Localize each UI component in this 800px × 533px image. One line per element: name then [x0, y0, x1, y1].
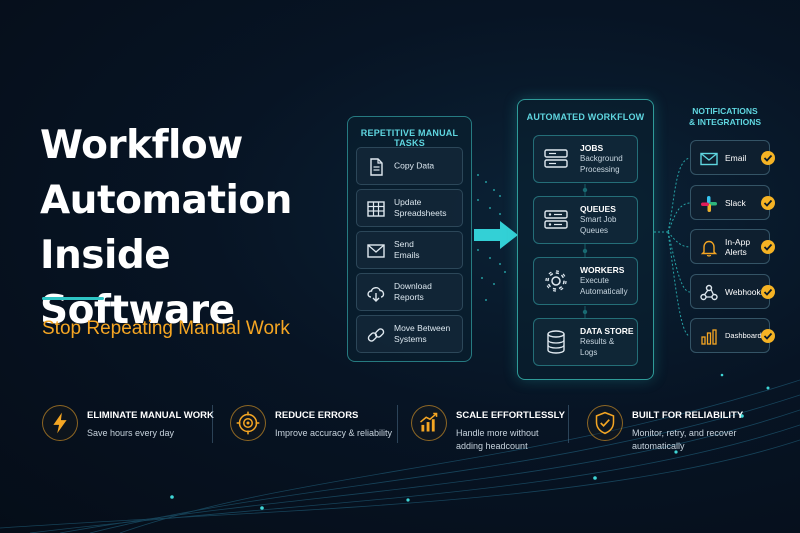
check-badge-icon	[761, 285, 775, 299]
queue-icon	[544, 210, 568, 229]
task-item-send-emails: Send Emails	[356, 231, 463, 269]
slack-icon	[701, 196, 717, 212]
webhook-icon	[700, 284, 718, 301]
feature-reduce-errors: REDUCE ERRORS Improve accuracy & reliabi…	[230, 403, 400, 451]
target-icon	[230, 405, 266, 441]
task-label: Update Spreadsheets	[394, 197, 447, 218]
workflow-item-data-store: DATA STORE Results & Logs	[533, 318, 638, 366]
check-badge-icon	[761, 240, 775, 254]
shield-check-icon	[587, 405, 623, 441]
task-label: Download Reports	[394, 281, 432, 302]
hero-divider	[42, 297, 104, 300]
feature-title: BUILT FOR RELIABILITY	[632, 410, 744, 421]
growth-chart-icon	[411, 405, 447, 441]
integration-label: Slack	[725, 197, 746, 208]
workflow-item-subtitle: Background Processing	[580, 154, 623, 174]
manual-tasks-panel: REPETITIVE MANUAL TASKS Copy Data Update…	[347, 116, 472, 362]
integration-label: Dashboards	[725, 330, 766, 340]
notifications-heading: NOTIFICATIONS & INTEGRATIONS	[680, 106, 770, 128]
bell-icon	[700, 240, 718, 257]
bar-chart-icon	[701, 329, 717, 345]
notifications-heading-line-1: NOTIFICATIONS	[692, 106, 758, 116]
spreadsheet-icon	[367, 201, 385, 217]
gear-icon	[545, 270, 567, 292]
cloud-download-icon	[367, 287, 385, 302]
feature-divider	[397, 405, 398, 443]
task-item-download-reports: Download Reports	[356, 273, 463, 311]
feature-description: Monitor, retry, and recover automaticall…	[632, 428, 737, 451]
task-item-update-spreadsheets: Update Spreadsheets	[356, 189, 463, 227]
feature-description: Improve accuracy & reliability	[275, 428, 393, 438]
feature-title: ELIMINATE MANUAL WORK	[87, 410, 214, 421]
hero-title: Workflow Automation Inside Software	[40, 118, 360, 338]
feature-scale-effortlessly: SCALE EFFORTLESSLY Handle more without a…	[411, 403, 571, 451]
task-label: Send Emails	[394, 239, 420, 260]
hero-title-line-3: Inside Software	[40, 233, 235, 333]
feature-title: SCALE EFFORTLESSLY	[456, 410, 565, 421]
task-label: Move Between Systems	[394, 323, 451, 344]
integration-label: In-App Alerts	[725, 236, 751, 257]
check-badge-icon	[761, 196, 775, 210]
envelope-icon	[700, 152, 718, 166]
check-badge-icon	[761, 329, 775, 343]
integration-label: Email	[725, 152, 747, 163]
lightning-icon	[42, 405, 78, 441]
feature-title: REDUCE ERRORS	[275, 410, 359, 421]
workflow-item-subtitle: Smart Job Queues	[580, 215, 617, 235]
workflow-item-title: QUEUES	[580, 204, 616, 214]
feature-description: Save hours every day	[87, 428, 175, 438]
workflow-item-subtitle: Execute Automatically	[580, 276, 628, 296]
hero-title-line-2: Automation	[40, 178, 292, 223]
link-icon	[367, 328, 385, 342]
feature-divider	[568, 405, 569, 443]
integration-label: Webhooks	[725, 286, 766, 297]
manual-tasks-heading: REPETITIVE MANUAL TASKS	[360, 128, 459, 148]
feature-built-for-reliability: BUILT FOR RELIABILITY Monitor, retry, an…	[587, 403, 767, 451]
workflow-item-subtitle: Results & Logs	[580, 337, 615, 357]
envelope-icon	[367, 244, 385, 258]
notifications-heading-line-2: & INTEGRATIONS	[688, 117, 762, 127]
workflow-item-title: JOBS	[580, 143, 604, 153]
workflow-item-queues: QUEUES Smart Job Queues	[533, 196, 638, 244]
integration-card-dashboards: Dashboards	[690, 318, 775, 353]
workflow-item-title: DATA STORE	[580, 326, 634, 336]
integration-card-webhooks: Webhooks	[690, 274, 775, 309]
feature-description: Handle more without adding headcount	[456, 428, 539, 451]
automated-workflow-panel: AUTOMATED WORKFLOW JOBS Background Proce…	[517, 99, 654, 380]
document-icon	[370, 158, 383, 176]
workflow-item-title: WORKERS	[580, 265, 625, 275]
task-item-move-between-systems: Move Between Systems	[356, 315, 463, 353]
workflow-item-workers: WORKERS Execute Automatically	[533, 257, 638, 305]
integration-card-slack: Slack	[690, 185, 775, 220]
feature-divider	[212, 405, 213, 443]
feature-eliminate-manual-work: ELIMINATE MANUAL WORK Save hours every d…	[42, 403, 217, 451]
hero-title-line-1: Workflow	[40, 123, 243, 168]
check-badge-icon	[761, 151, 775, 165]
server-icon	[544, 149, 568, 168]
workflow-item-jobs: JOBS Background Processing	[533, 135, 638, 183]
database-icon	[547, 330, 565, 354]
hero-subtitle: Stop Repeating Manual Work	[42, 318, 290, 339]
task-item-copy-data: Copy Data	[356, 147, 463, 185]
integration-card-in-app-alerts: In-App Alerts	[690, 229, 775, 264]
task-label: Copy Data	[394, 160, 435, 171]
automated-workflow-heading: AUTOMATED WORKFLOW	[526, 112, 645, 122]
arrow-icon	[474, 221, 518, 249]
integration-card-email: Email	[690, 140, 775, 175]
